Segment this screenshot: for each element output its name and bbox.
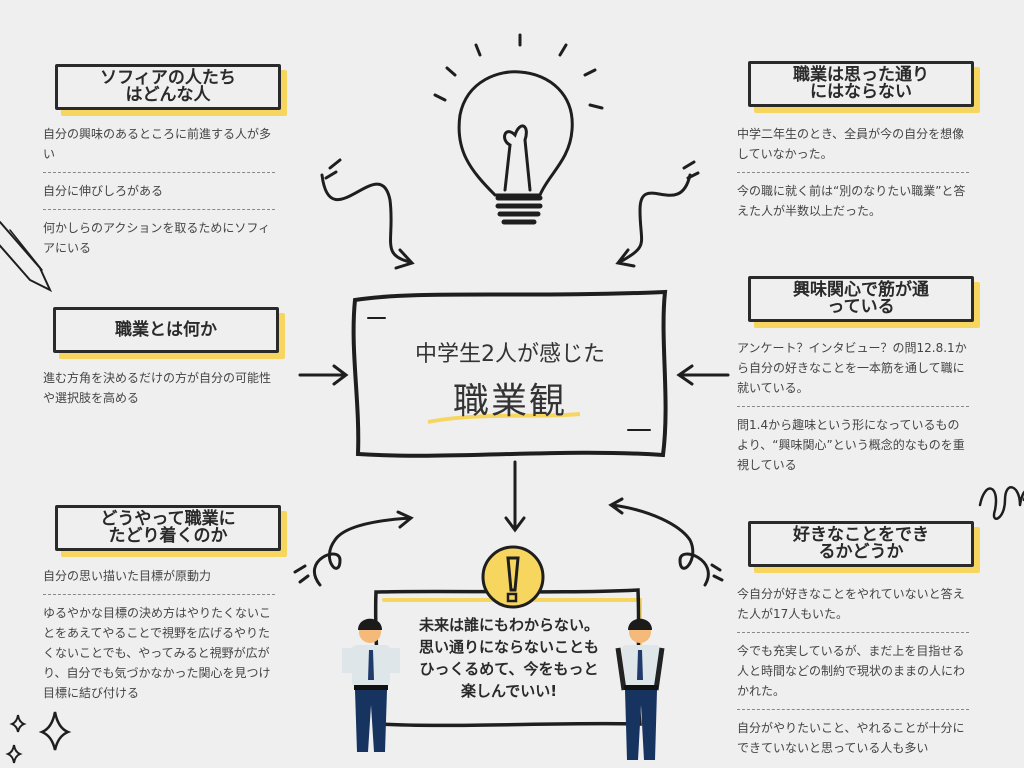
exclamation-icon (481, 545, 545, 609)
divider (43, 594, 275, 595)
student-left-figure (342, 618, 400, 752)
section-doing-what-you-like: 今自分が好きなことをやれていないと答えた人が17人もいた。 今でも充実しているが… (737, 582, 969, 760)
section-item: 中学二年生のとき、全員が今の自分を想像していなかった。 (737, 127, 965, 161)
section-heading-what-is-job: 職業とは何か (53, 307, 279, 353)
section-heading-sophia-people: ソフィアの人たち はどんな人 (55, 64, 281, 110)
section-heading-how-reach-job: どうやって職業に たどり着くのか (55, 505, 281, 551)
section-consistent-interest: アンケート？インタビュー？の問12.8.1から自分の好きなことを一本筋を通して職… (737, 336, 969, 477)
lightbulb-icon (433, 33, 604, 225)
section-heading-not-as-expected: 職業は思った通り にはならない (748, 61, 974, 107)
sparkle-icon (38, 711, 72, 751)
section-item: 問1.4から趣味という形になっているものより、“興味関心”という概念的なものを重… (737, 418, 965, 472)
divider (43, 172, 275, 173)
section-item: 自分に伸びしろがある (43, 184, 164, 198)
section-item: 進む方角を決めるだけの方が自分の可能性や選択肢を高める (43, 371, 272, 405)
divider (43, 209, 275, 210)
divider (737, 632, 969, 633)
divider (737, 709, 969, 710)
section-item: 何かしらのアクションを取るためにソフィアにいる (43, 221, 271, 255)
closing-message: 未来は誰にもわからない。 思い通りにならないことも ひっくるめて、今をもっと 楽… (418, 616, 599, 700)
section-sophia-people: 自分の興味のあるところに前進する人が多い 自分に伸びしろがある 何かしらのアクシ… (43, 122, 275, 260)
curl-icon (978, 486, 1024, 520)
section-not-as-expected: 中学二年生のとき、全員が今の自分を想像していなかった。 今の職に就く前は“別のな… (737, 122, 969, 223)
central-topic: 中学生2人が感じた 職業観 (352, 292, 668, 458)
divider (737, 172, 969, 173)
section-item: ゆるやかな目標の決め方はやりたくないことをあえてやることで視野を広げるやりたくな… (43, 606, 272, 700)
center-frame (351, 289, 668, 458)
section-item: 自分がやりたいこと、やれることが十分にできていないと思っている人も多い (737, 721, 965, 755)
section-item: 今でも充実しているが、まだ上を目指せる人と時間などの制約で現状のままの人にわかれ… (737, 644, 966, 698)
section-heading-doing-what-you-like: 好きなことをでき るかどうか (748, 521, 974, 567)
central-subtitle: 中学生2人が感じた (415, 342, 605, 367)
section-what-is-job: 進む方角を決めるだけの方が自分の可能性や選択肢を高める (43, 366, 275, 410)
pencil-icon (0, 221, 53, 293)
section-item: アンケート？インタビュー？の問12.8.1から自分の好きなことを一本筋を通して職… (737, 341, 967, 395)
section-item: 自分の興味のあるところに前進する人が多い (43, 127, 272, 161)
section-how-reach-job: 自分の思い描いた目標が原動力 ゆるやかな目標の決め方はやりたくないことをあえてや… (43, 564, 275, 705)
section-item: 自分の思い描いた目標が原動力 (43, 569, 212, 583)
section-item: 今自分が好きなことをやれていないと答えた人が17人もいた。 (737, 587, 965, 621)
section-item: 今の職に就く前は“別のなりたい職業”と答えた人が半数以上だった。 (737, 184, 966, 218)
central-title: 職業観 (452, 381, 567, 422)
section-heading-consistent-interest: 興味関心で筋が通 っている (748, 276, 974, 322)
divider (737, 406, 969, 407)
student-right-figure (615, 618, 665, 760)
